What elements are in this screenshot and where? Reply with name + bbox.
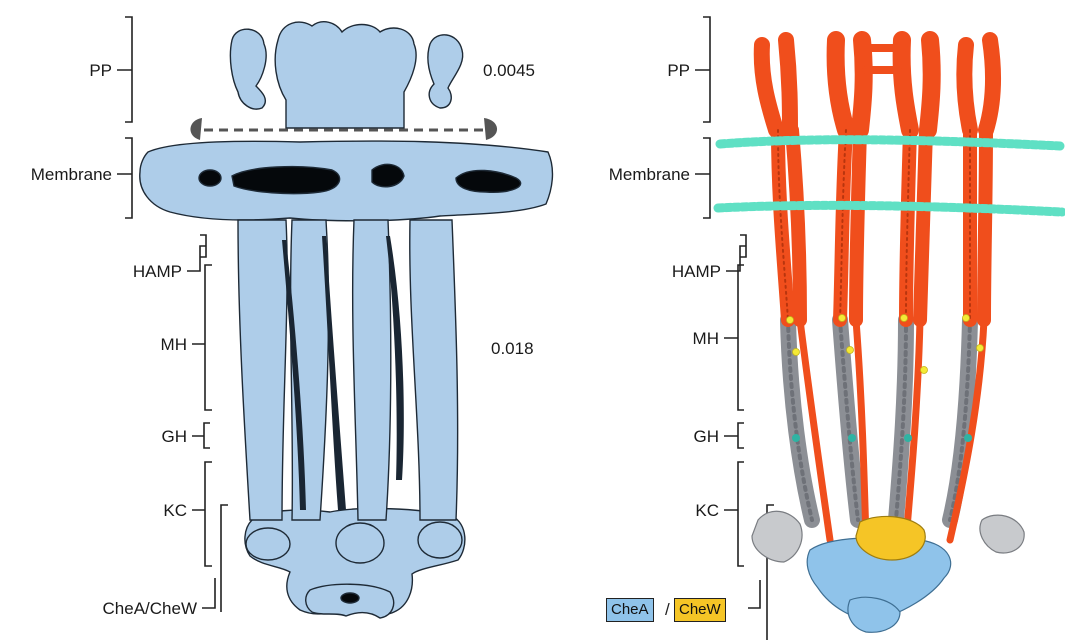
kinase-core-bulge — [336, 523, 384, 563]
label-mh: MH — [693, 329, 719, 348]
label-pp: PP — [667, 61, 690, 80]
receptor-helix — [856, 130, 860, 320]
pp-density-lobe — [428, 35, 463, 108]
methylation-sites — [787, 315, 984, 374]
chea-p1-gray — [752, 511, 802, 562]
receptor-rod — [238, 220, 287, 520]
kinase-core-bulge — [246, 528, 290, 560]
legend-separator: / — [665, 598, 670, 622]
pp-density-core — [275, 22, 416, 128]
methylation-site — [839, 315, 846, 322]
methylation-site — [901, 315, 908, 322]
receptor-helix — [920, 130, 926, 320]
methylation-site — [921, 367, 928, 374]
methylation-helix-bundle — [788, 320, 812, 520]
hamp-bracket — [187, 235, 206, 271]
right-panel: PP Membrane HAMP MH GH KC — [609, 17, 1062, 640]
label-gh: GH — [162, 427, 188, 446]
label-gh: GH — [694, 427, 720, 446]
membrane-pore — [372, 164, 404, 186]
kc-bracket — [724, 462, 744, 566]
membrane-bracket — [695, 138, 710, 218]
membrane-plane-cap — [484, 118, 497, 140]
gh-bracket — [724, 423, 744, 448]
periplasmic-domain — [902, 40, 932, 130]
mh-bracket — [724, 265, 744, 410]
glycine-marker — [904, 434, 912, 442]
label-kc: KC — [695, 501, 719, 520]
chea-chew-bracket — [202, 505, 228, 612]
methylation-site — [787, 317, 794, 324]
outer-leaflet — [720, 140, 1060, 146]
pp-bracket — [695, 17, 710, 122]
kinase-cluster — [752, 511, 1024, 632]
lipid-headgroup-layers — [718, 140, 1062, 212]
receptor-rod — [353, 220, 391, 520]
threshold-lower: 0.018 — [491, 339, 534, 358]
legend-chea: CheA — [606, 598, 654, 622]
membrane-plane-cap — [190, 118, 202, 140]
periplasmic-domain — [762, 40, 790, 130]
membrane-pore — [199, 170, 221, 186]
inner-leaflet — [718, 205, 1062, 212]
chea-p1-gray — [980, 515, 1024, 553]
kc-bracket — [192, 462, 212, 566]
periplasmic-domain — [836, 40, 864, 130]
methylation-site — [977, 345, 984, 352]
chea-chew-hole — [341, 593, 359, 603]
pp-bracket — [117, 17, 132, 122]
gh-bracket — [192, 423, 210, 448]
periplasmic-domain — [964, 40, 993, 130]
legend-chew: CheW — [674, 598, 726, 622]
glycine-marker — [792, 434, 800, 442]
membrane-pore — [232, 167, 340, 194]
left-brackets — [117, 17, 228, 612]
receptor-rod — [410, 220, 458, 520]
receptor-helix — [792, 130, 800, 320]
receptor-helix — [984, 130, 986, 320]
methylation-site — [793, 349, 800, 356]
label-mh: MH — [161, 335, 187, 354]
label-hamp: HAMP — [133, 262, 182, 281]
membrane-bracket — [117, 138, 132, 218]
threshold-upper: 0.0045 — [483, 61, 535, 80]
kinase-core-bulge — [418, 522, 462, 558]
label-membrane: Membrane — [31, 165, 112, 184]
left-panel: PP Membrane HAMP MH GH KC CheA/CheW 0.00… — [31, 17, 553, 618]
label-kc: KC — [163, 501, 187, 520]
label-chea-chew: CheA/CheW — [103, 599, 197, 618]
mh-bracket — [192, 265, 212, 410]
pp-density-lobe — [230, 29, 266, 109]
glycine-marker — [964, 434, 972, 442]
label-membrane: Membrane — [609, 165, 690, 184]
methylation-site — [963, 315, 970, 322]
label-pp: PP — [89, 61, 112, 80]
methylation-site — [847, 347, 854, 354]
density-map — [140, 22, 553, 618]
glycine-marker — [848, 434, 856, 442]
label-hamp: HAMP — [672, 262, 721, 281]
